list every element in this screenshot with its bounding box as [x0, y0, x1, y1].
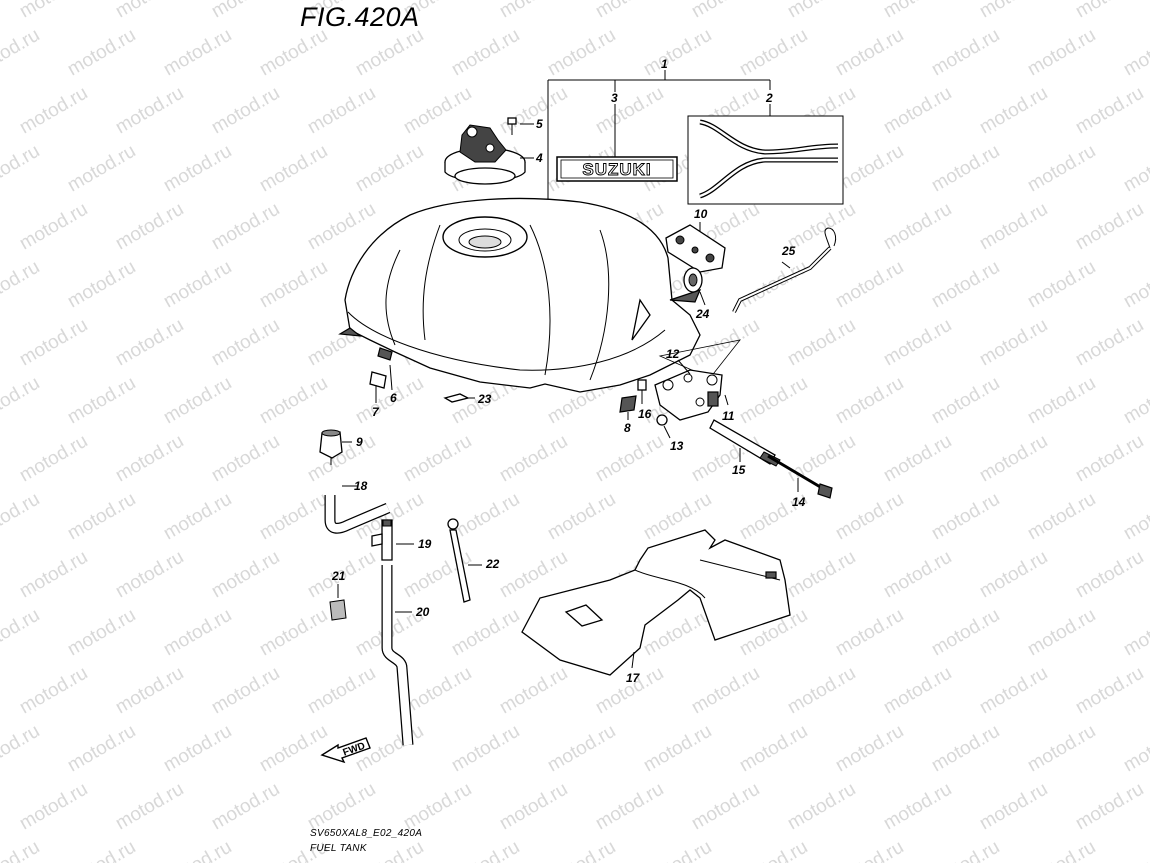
fuel-cap-part[interactable] — [444, 124, 534, 185]
callout-6[interactable]: 6 — [390, 391, 397, 405]
callout-12[interactable]: 12 — [666, 347, 680, 361]
heat-shield-part-17[interactable] — [521, 529, 791, 676]
callout-25[interactable]: 25 — [781, 244, 796, 258]
callout-23[interactable]: 23 — [477, 392, 492, 406]
callout-8[interactable]: 8 — [624, 421, 631, 435]
hose-part-18[interactable] — [324, 485, 391, 534]
callout-15[interactable]: 15 — [732, 463, 746, 477]
fuel-tank-body[interactable] — [338, 197, 702, 393]
suzuki-logo-text: SUZUKI — [582, 160, 651, 179]
callout-20[interactable]: 20 — [415, 605, 430, 619]
drawing-code: SV650XAL8_E02_420A — [310, 828, 423, 839]
cap-part-9[interactable] — [319, 429, 352, 465]
cushion-part-6-7[interactable] — [369, 347, 393, 403]
clamp-part-22[interactable] — [447, 518, 482, 603]
hose-part-20[interactable] — [381, 565, 414, 746]
callout-17[interactable]: 17 — [626, 671, 641, 685]
long-bolt-part-14[interactable] — [767, 454, 833, 499]
shaft-part-15[interactable] — [709, 419, 781, 467]
callout-3[interactable]: 3 — [611, 91, 618, 105]
callout-7[interactable]: 7 — [372, 405, 380, 419]
part-group-bracket — [547, 70, 771, 200]
suzuki-emblem-part[interactable]: SUZUKI — [556, 104, 678, 182]
callout-16[interactable]: 16 — [638, 407, 652, 421]
grommet-part-24[interactable] — [683, 267, 706, 306]
washer-part-13[interactable] — [656, 414, 671, 439]
figure-title: FIG.420A — [300, 2, 420, 32]
callout-11[interactable]: 11 — [722, 409, 735, 423]
callout-22[interactable]: 22 — [485, 557, 500, 571]
callout-10[interactable]: 10 — [694, 207, 708, 221]
callout-18[interactable]: 18 — [354, 479, 368, 493]
collar-part-16-8[interactable] — [619, 379, 647, 420]
callout-labels: 1 2 3 4 5 6 7 8 9 10 11 12 13 14 15 16 1… — [331, 57, 806, 685]
drawing-caption: FUEL TANK — [310, 843, 367, 854]
callout-4[interactable]: 4 — [535, 151, 543, 165]
bolt-part[interactable] — [507, 117, 534, 135]
stripe-decal-part[interactable] — [687, 104, 844, 205]
callout-24[interactable]: 24 — [695, 307, 710, 321]
callout-21[interactable]: 21 — [331, 569, 346, 583]
bracket-part-10[interactable] — [665, 222, 726, 273]
hinge-assembly-part-11-12[interactable] — [654, 339, 741, 421]
pad-part-21[interactable] — [329, 584, 347, 621]
callout-19[interactable]: 19 — [418, 537, 432, 551]
pad-part-23[interactable] — [443, 393, 475, 403]
callout-1[interactable]: 1 — [661, 57, 668, 71]
callout-13[interactable]: 13 — [670, 439, 684, 453]
forward-direction-badge: FWD — [320, 737, 371, 764]
callout-9[interactable]: 9 — [356, 435, 363, 449]
callout-2[interactable]: 2 — [765, 91, 773, 105]
callout-14[interactable]: 14 — [792, 495, 806, 509]
fwd-label: FWD — [342, 741, 367, 759]
prop-rod-part-25[interactable] — [732, 227, 837, 313]
callout-5[interactable]: 5 — [536, 117, 543, 131]
joint-part-19[interactable] — [371, 519, 414, 561]
